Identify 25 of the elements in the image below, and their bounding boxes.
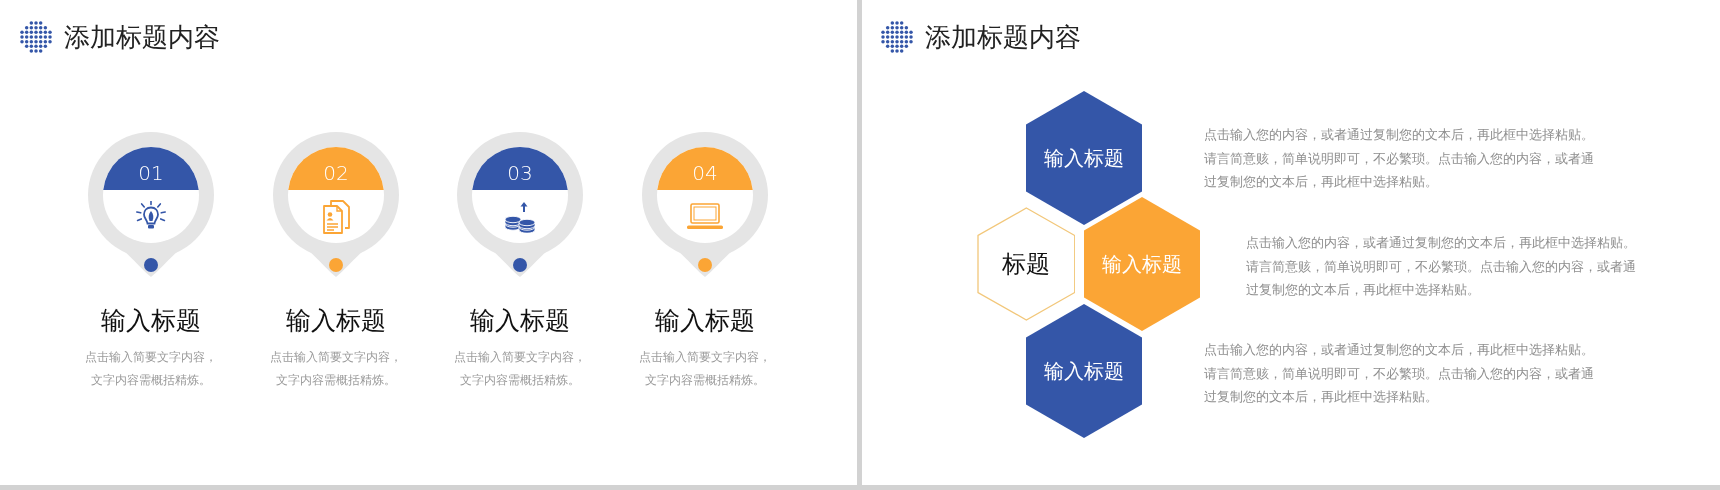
hexagon: [976, 207, 1076, 321]
step-number: 03: [507, 161, 533, 185]
slide-title: 添加标题内容: [64, 21, 220, 53]
description: 点击输入简要文字内容，文字内容需概括精炼。: [638, 349, 772, 389]
description: 点击输入简要文字内容，文字内容需概括精炼。: [84, 349, 218, 389]
node-heading: 输入标题: [470, 306, 570, 336]
node-label: 输入标题: [1044, 359, 1124, 383]
description: 点击输入您的内容，或者通过复制您的文本后，再此框中选择粘贴。请言简意赅，简单说明即可，不必繁琐。点击输入您的内容，或者通过复制您的文本后，再此框中选择粘贴。: [1246, 234, 1637, 299]
slide-title: 添加标题内容: [925, 21, 1081, 53]
description: 点击输入您的内容，或者通过复制您的文本后，再此框中选择粘贴。请言简意赅，简单说明即可，不必繁琐。点击输入您的内容，或者通过复制您的文本后，再此框中选择粘贴。: [1204, 126, 1595, 191]
step-number: 01: [138, 161, 164, 185]
node-label: 标题: [1002, 249, 1050, 279]
description: 点击输入您的内容，或者通过复制您的文本后，再此框中选择粘贴。请言简意赅，简单说明即可，不必繁琐。点击输入您的内容，或者通过复制您的文本后，再此框中选择粘贴。: [1204, 341, 1595, 406]
step-number: 04: [692, 161, 718, 185]
node-heading: 输入标题: [655, 306, 755, 336]
node-label: 输入标题: [1102, 252, 1182, 276]
hexagon: [1025, 91, 1142, 225]
node-heading: 输入标题: [286, 306, 386, 336]
description: 点击输入简要文字内容，文字内容需概括精炼。: [453, 349, 587, 389]
hexagon: [1083, 197, 1200, 331]
node-label: 输入标题: [1044, 146, 1124, 170]
hexagon: [1025, 304, 1142, 438]
step-number: 02: [323, 161, 349, 185]
description: 点击输入简要文字内容，文字内容需概括精炼。: [269, 349, 403, 389]
node-heading: 输入标题: [101, 306, 201, 336]
